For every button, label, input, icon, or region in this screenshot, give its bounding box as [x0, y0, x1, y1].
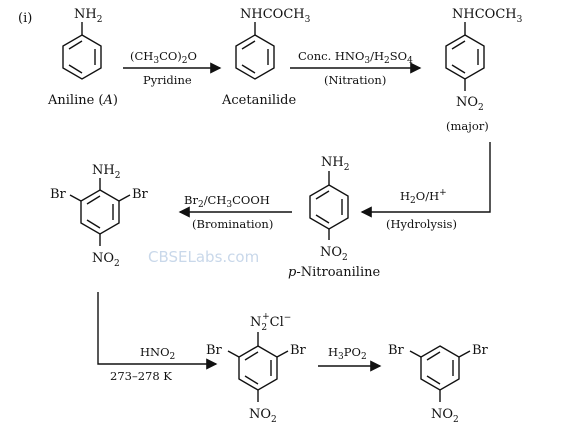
bromo-right: Br: [132, 187, 149, 202]
diazonium-group: N2+Cl−: [250, 312, 291, 333]
compound-name-aniline: Aniline (A): [47, 93, 118, 108]
bromo-right: Br: [472, 343, 489, 358]
nitro-group: NO2: [431, 407, 459, 425]
reagent-nitrous-acid: HNO2: [140, 345, 175, 362]
acetanilide-structure: NHCOCH3 Acetanilide: [221, 7, 311, 108]
bromo-left: Br: [206, 343, 223, 358]
condition-nitration: (Nitration): [324, 73, 386, 87]
condition-pyridine: Pyridine: [143, 73, 192, 87]
reaction-arrow-diazotisation: [97, 292, 218, 370]
amino-group: NH2: [74, 7, 102, 25]
compound-name-p-nitroaniline: p-Nitroaniline: [288, 265, 380, 280]
diazonium-salt-structure: N2+Cl− Br Br NO2: [206, 312, 307, 425]
condition-hydrolysis: (Hydrolysis): [386, 217, 457, 231]
reagent-nitrating-mixture: Conc. HNO3/H2SO4: [298, 49, 413, 66]
reagent-acetic-anhydride: (CH3CO)2O: [130, 49, 197, 66]
watermark: CBSELabs.com: [148, 248, 259, 266]
nitro-group: NO2: [249, 407, 277, 425]
p-nitroaniline-structure: NH2 NO2 p-Nitroaniline: [288, 155, 380, 280]
nitro-group: NO2: [320, 245, 348, 263]
acetamido-group: NHCOCH3: [240, 7, 311, 25]
condition-bromination: (Bromination): [192, 217, 273, 231]
amino-group: NH2: [321, 155, 349, 173]
benzene-ring: [62, 34, 102, 80]
reaction-arrow-hydrolysis: [360, 142, 491, 218]
part-label: (i): [18, 11, 32, 26]
dibromo-nitroaniline-structure: NH2 Br Br NO2: [50, 163, 149, 269]
benzene-ring: [235, 34, 275, 80]
major-product-note: (major): [446, 119, 489, 133]
nitro-group: NO2: [92, 251, 120, 269]
reagent-bromine: Br2/CH3COOH: [184, 193, 270, 210]
nitro-group: NO2: [456, 95, 484, 113]
condition-temperature: 273–278 K: [110, 369, 172, 383]
reagent-hypophosphorous-acid: H3PO2: [328, 345, 367, 362]
dibromo-nitrobenzene-structure: Br Br NO2: [388, 343, 489, 425]
amino-group: NH2: [92, 163, 120, 181]
bromo-left: Br: [50, 187, 67, 202]
bromo-left: Br: [388, 343, 405, 358]
p-nitroacetanilide-structure: NHCOCH3 NO2 (major): [445, 7, 523, 133]
acetamido-group: NHCOCH3: [452, 7, 523, 25]
bromo-right: Br: [290, 343, 307, 358]
reagent-acid-water: H2O/H+: [400, 188, 447, 206]
aniline-structure: NH2 Aniline (A): [47, 7, 118, 108]
compound-name-acetanilide: Acetanilide: [221, 93, 297, 108]
